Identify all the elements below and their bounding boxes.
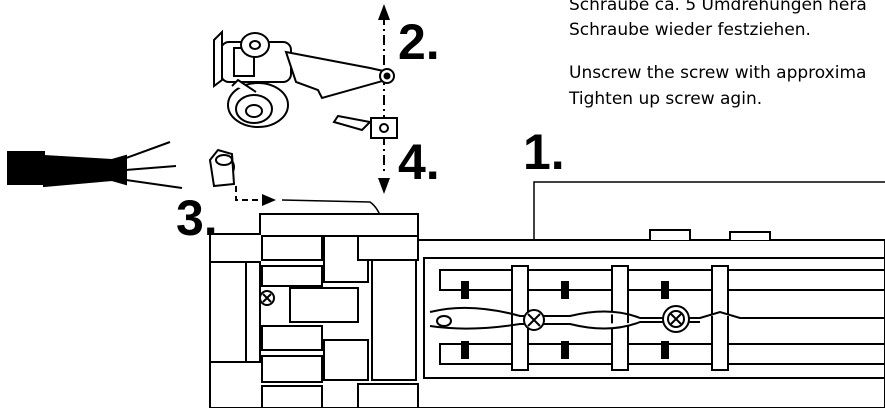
step-2-label: 2. [398, 14, 440, 70]
vertical-guide-arrow [378, 4, 390, 194]
chassis [209, 213, 885, 408]
instruction-en-line1: Unscrew the screw with approxima [569, 63, 867, 83]
instruction-de-line2: Schraube wieder festziehen. [569, 20, 811, 40]
coupler-truck [213, 29, 395, 128]
step-1-label: 1. [523, 124, 565, 180]
step-4-label: 4. [398, 134, 440, 190]
coupler-hook [7, 141, 236, 189]
washer-plate [332, 114, 398, 139]
screw-step-1 [523, 309, 545, 331]
instruction-de-line1: Schraube ca. 5 Umdrehungen hera [569, 0, 867, 15]
screw-right [662, 305, 690, 333]
instruction-en-line2: Tighten up screw agin. [569, 89, 763, 109]
